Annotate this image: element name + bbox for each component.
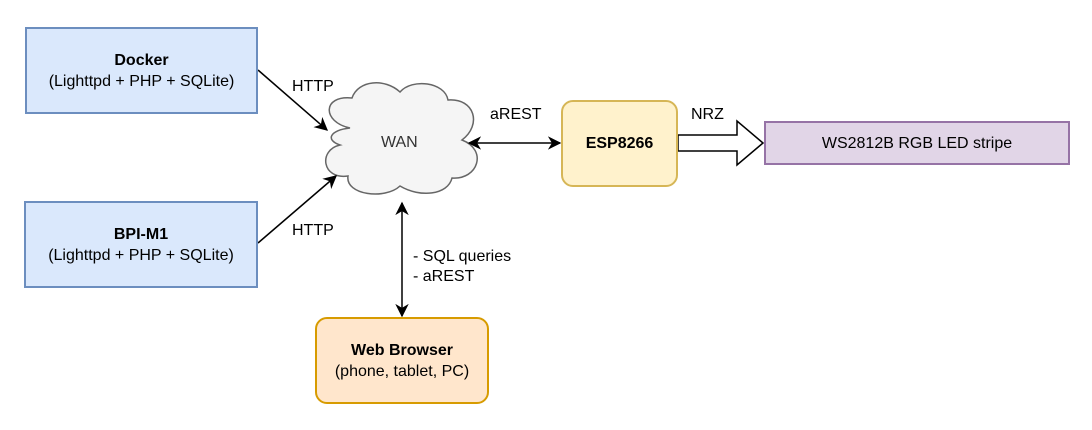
edge-esp-led-block-arrow [677,119,765,167]
browser-title: Web Browser [351,341,453,359]
edge-label-docker-http: HTTP [292,78,334,95]
edge-label-sql-queries: - SQL queries [413,248,512,265]
edge-bpi-wan [257,175,338,244]
docker-subtitle: (Lighttpd + PHP + SQLite) [48,72,235,90]
wan-label: WAN [381,134,418,151]
esp-title: ESP8266 [585,135,654,152]
edge-docker-wan [257,69,329,131]
edge-label-bpi-http: HTTP [292,222,334,239]
edge-label-arest: aREST [490,106,542,123]
browser-subtitle: (phone, tablet, PC) [334,362,470,380]
docker-title: Docker [114,51,169,69]
browser-node[interactable]: Web Browser (phone, tablet, PC) [315,317,489,404]
bpi-subtitle: (Lighttpd + PHP + SQLite) [48,246,234,264]
bpi-node[interactable]: BPI-M1 (Lighttpd + PHP + SQLite) [24,201,258,288]
edge-label-nrz: NRZ [691,106,724,123]
docker-node[interactable]: Docker (Lighttpd + PHP + SQLite) [25,27,258,114]
edge-label-browser-arest: - aREST [413,268,475,285]
led-node[interactable]: WS2812B RGB LED stripe [764,121,1070,165]
esp-node[interactable]: ESP8266 [561,100,678,187]
wan-cloud[interactable] [324,82,478,195]
led-label: WS2812B RGB LED stripe [821,134,1013,152]
bpi-title: BPI-M1 [113,225,169,243]
